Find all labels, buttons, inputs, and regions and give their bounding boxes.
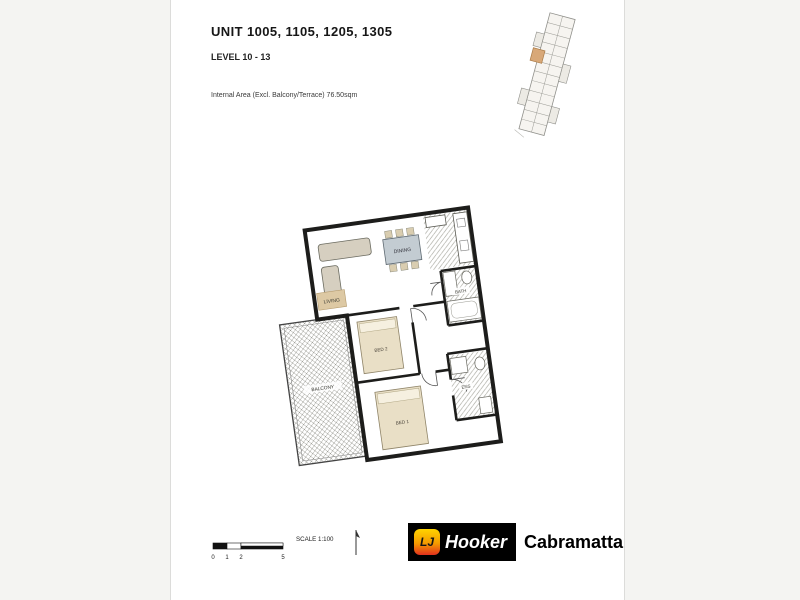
scale-tick-1: 1 xyxy=(225,555,229,561)
ensuite-fixtures xyxy=(449,355,494,415)
logo-lj-text: LJ xyxy=(419,535,434,549)
bed1-furniture xyxy=(374,385,429,451)
logo-black-box: LJ Hooker xyxy=(408,523,517,561)
internal-area-note: Internal Area (Excl. Balcony/Terrace) 76… xyxy=(211,92,358,99)
logo-hooker-text: Hooker xyxy=(445,531,508,552)
logo-location-text: Cabramatta xyxy=(524,531,624,552)
living-sofas xyxy=(316,237,372,311)
level-label: LEVEL 10 - 13 xyxy=(211,52,271,62)
scale-tick-0: 0 xyxy=(211,555,215,561)
bed1-label: BED 1 xyxy=(395,419,409,426)
kitchen-bench xyxy=(424,211,475,264)
door-swings xyxy=(410,281,468,392)
scale-bar: SCALE 1:100 0 1 2 5 xyxy=(211,536,334,561)
balcony-label: BALCONY xyxy=(311,384,335,393)
interior-walls xyxy=(346,264,498,422)
scale-tick-5: 5 xyxy=(281,555,285,561)
lj-hooker-logo: LJ Hooker Cabramatta xyxy=(408,523,623,561)
scale-bar-segments xyxy=(212,542,284,550)
scale-label: SCALE 1:100 xyxy=(296,536,334,543)
north-marker-icon xyxy=(355,530,360,555)
ensuite-label: ENS xyxy=(461,383,471,389)
living-label: LIVING xyxy=(323,297,340,305)
outer-walls xyxy=(302,205,504,463)
key-plan-unit-divisions xyxy=(521,16,573,133)
bed2-furniture xyxy=(356,316,405,375)
bath-label: BATH xyxy=(455,288,467,295)
dining-label: DINING xyxy=(393,247,411,255)
scale-tick-2: 2 xyxy=(239,555,243,561)
building-key-plan xyxy=(514,12,576,138)
dining-table xyxy=(382,227,423,273)
floor-plan: LIVING DINING BED 2 BED 1 xyxy=(278,205,504,467)
balcony-balustrade xyxy=(283,319,363,462)
bed2-label: BED 2 xyxy=(374,346,388,353)
lj-badge-icon: LJ xyxy=(414,529,440,555)
unit-title: UNIT 1005, 1105, 1205, 1305 xyxy=(211,24,393,39)
living-rug xyxy=(316,289,347,311)
key-plan-highlighted-unit xyxy=(529,47,546,64)
